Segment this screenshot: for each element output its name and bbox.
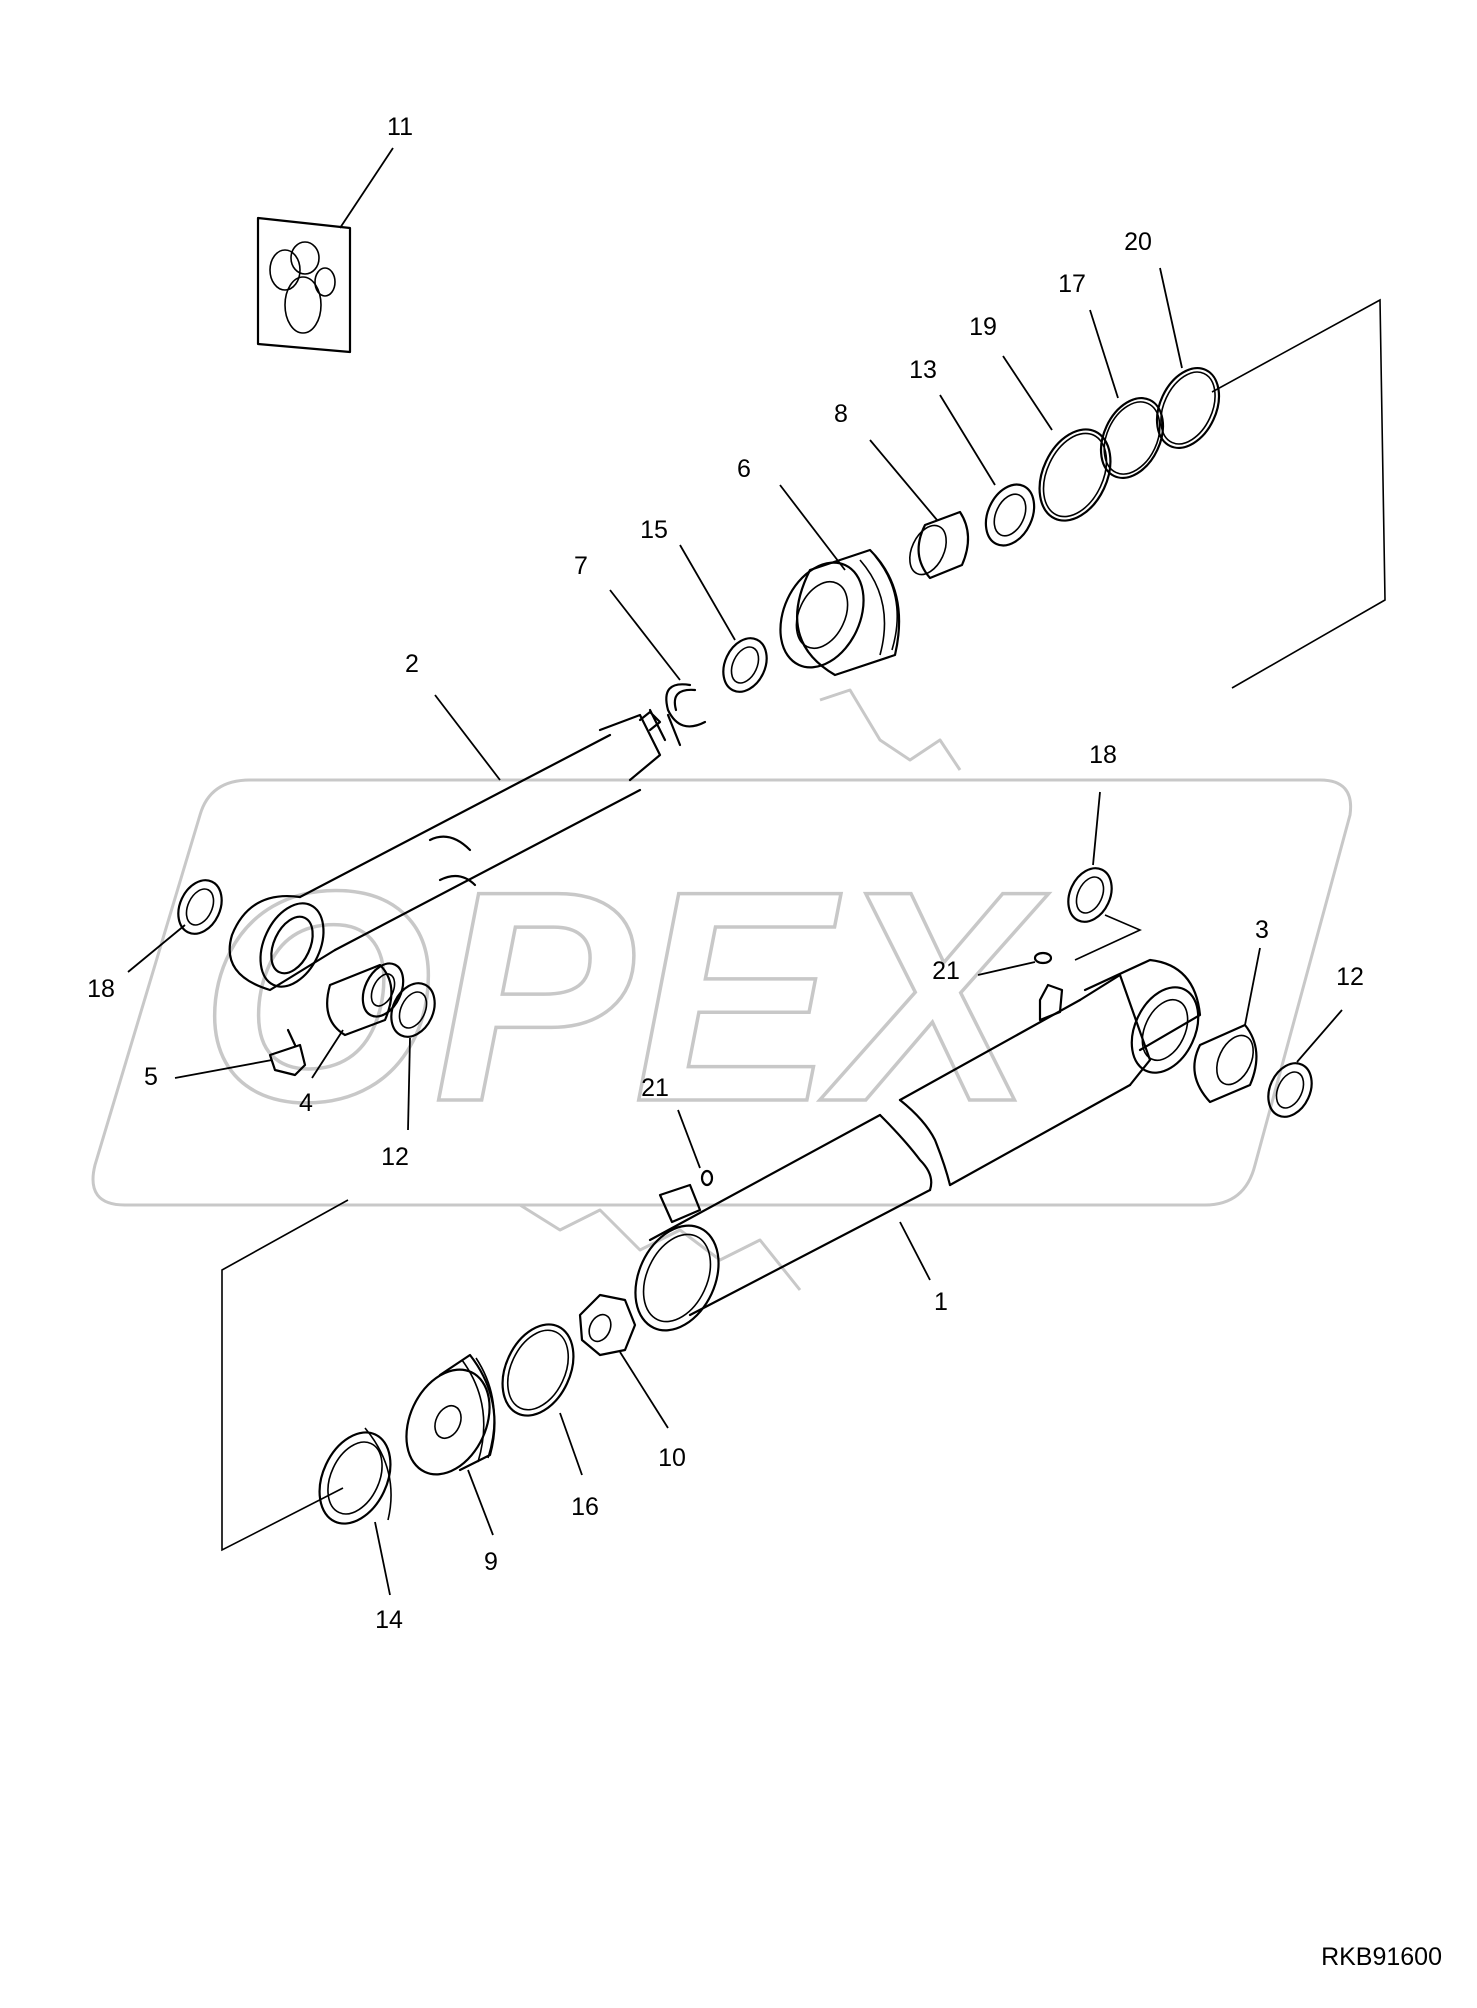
o-ring-19 [1038, 428, 1112, 522]
callout-18-left: 18 [87, 975, 115, 1003]
lower-assembly-bracket [221, 1199, 349, 1552]
seal-kit-bag [256, 216, 352, 354]
dust-seal-18-left [177, 879, 223, 935]
dust-seal-18-right [1067, 867, 1113, 923]
callout-14: 14 [375, 1606, 403, 1634]
callout-5: 5 [144, 1063, 158, 1091]
callout-8: 8 [834, 400, 848, 428]
upper-assembly-bracket [1211, 298, 1386, 689]
o-ring-21-lower [700, 1169, 714, 1187]
callout-17: 17 [1058, 270, 1086, 298]
ring-14 [318, 1427, 392, 1525]
piston-rod [228, 708, 682, 992]
callout-6: 6 [737, 455, 751, 483]
grease-fitting-5 [268, 1028, 307, 1077]
ring-13 [984, 483, 1036, 547]
ring-16 [501, 1323, 575, 1417]
seal-ring-12-right [1267, 1062, 1313, 1118]
callout-16: 16 [571, 1493, 599, 1521]
piston-9 [405, 1353, 496, 1476]
callout-labels: 11 20 17 19 13 8 6 15 7 2 18 18 21 3 12 … [87, 113, 1364, 1634]
callout-21-upper: 21 [932, 957, 960, 985]
watermark: OPEX [91, 688, 1353, 1291]
drawing-code: RKB91600 [1321, 1943, 1442, 1971]
callout-7: 7 [574, 552, 588, 580]
bush-8 [909, 510, 970, 580]
callout-20: 20 [1124, 228, 1152, 256]
callout-4: 4 [299, 1089, 313, 1117]
backup-ring-17 [1099, 397, 1165, 479]
nut-10 [578, 1293, 637, 1357]
callout-3: 3 [1255, 916, 1269, 944]
watermark-text: OPEX [200, 828, 1049, 1164]
callout-19: 19 [969, 313, 997, 341]
callout-15: 15 [640, 516, 668, 544]
callout-10: 10 [658, 1444, 686, 1472]
callout-11: 11 [387, 113, 413, 141]
bush-3 [1193, 1023, 1258, 1104]
callout-18-right: 18 [1089, 741, 1117, 769]
o-ring-21-upper [1033, 951, 1053, 965]
leader-lines [127, 147, 1343, 1596]
callout-12-right: 12 [1336, 963, 1364, 991]
ring-15 [722, 637, 768, 693]
callout-2: 2 [405, 650, 419, 678]
seal-18-link-line [1074, 914, 1142, 961]
cylinder-eye-end [1083, 958, 1202, 1074]
callout-9: 9 [484, 1548, 498, 1576]
callout-21-lower: 21 [641, 1074, 669, 1102]
snap-ring-7 [665, 683, 707, 728]
cylinder-tube [634, 973, 1152, 1332]
callout-1: 1 [934, 1288, 948, 1316]
cylinder-head-gland-6 [779, 548, 901, 677]
callout-12-left: 12 [381, 1143, 409, 1171]
seal-ring-12-left [390, 982, 436, 1038]
bush-4 [326, 962, 405, 1037]
o-ring-20 [1155, 367, 1221, 449]
callout-13: 13 [909, 356, 937, 384]
